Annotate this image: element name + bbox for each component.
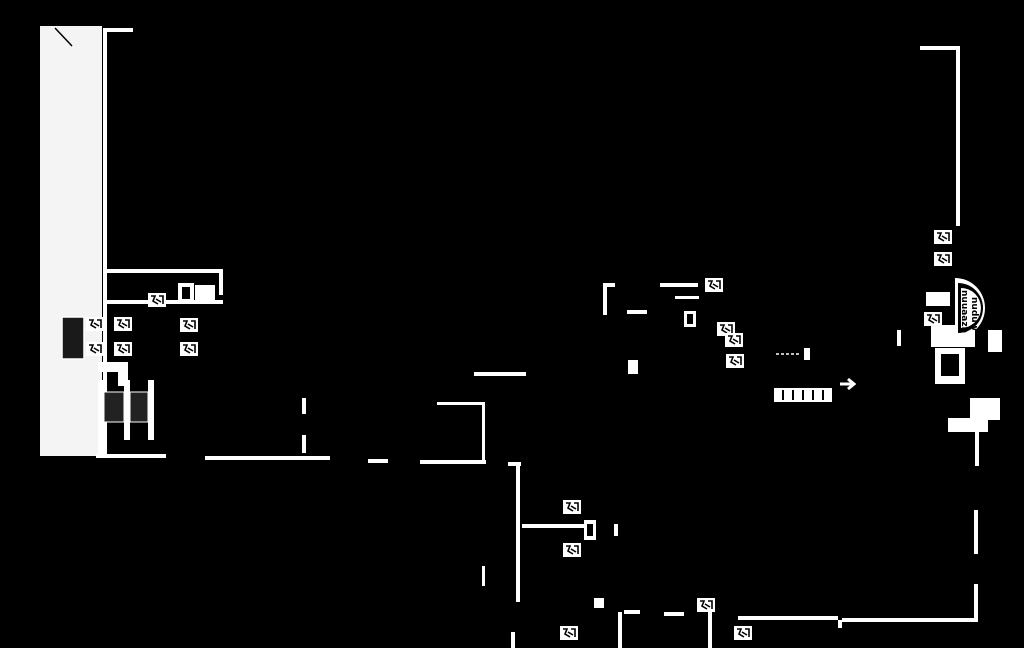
seal-text-line-1: nuduw [969,297,979,331]
right-wing [897,46,1002,466]
stair-exit-icon [725,333,743,347]
stair-exit-icon [563,543,581,557]
central-room [603,283,832,402]
stair-exit-icon [934,230,952,244]
lower-corridor [482,462,978,648]
stair-exit-icon [705,278,723,292]
stair-exit-icon [934,252,952,266]
seal-emblem: nuduw nuuaazn [955,278,985,338]
arrow-right-icon [840,377,857,391]
stair-exit-icon [563,500,581,514]
south-wall [96,372,526,464]
seal-text-line-2: nuuaazn [959,290,969,333]
stair-exit-icon [180,342,198,356]
stair-exit-icon [697,598,715,612]
stair-exit-icon [86,342,104,356]
stair-exit-icon [726,354,744,368]
stair-exit-icon [148,293,166,307]
stair-exit-icon [734,626,752,640]
left-corridor [40,26,133,456]
stair-exit-icon [114,317,132,331]
stair-exit-icon [924,312,942,326]
stair-exit-icon [114,342,132,356]
stair-exit-icon [560,626,578,640]
stair-exit-icon [86,317,104,331]
stair-exit-icon [717,322,735,336]
stair-exit-icon [180,318,198,332]
